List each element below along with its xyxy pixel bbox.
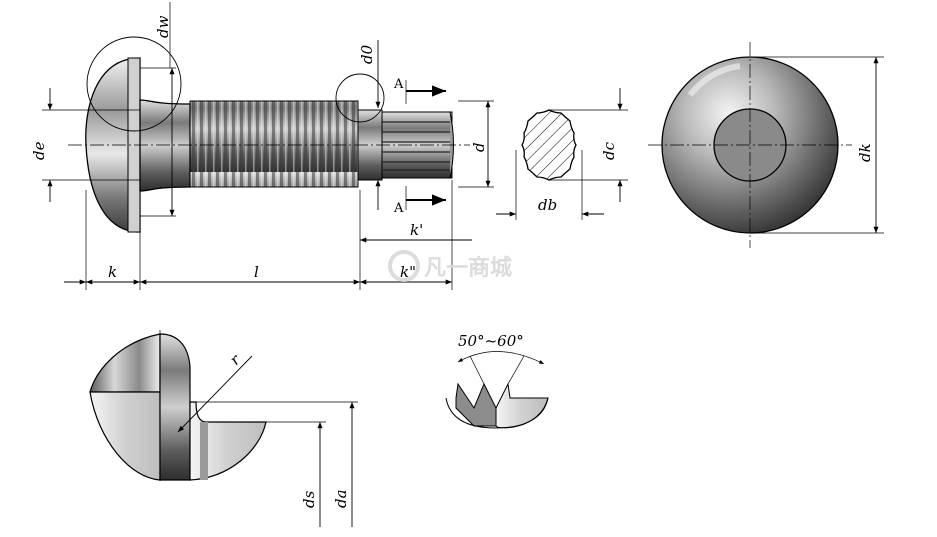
dim-de: de: [30, 88, 140, 202]
label-k: k: [108, 263, 117, 281]
head-detail-view: r ds da: [89, 330, 358, 527]
head-top-view: dk: [648, 42, 884, 248]
section-marker-a-bottom: A: [393, 186, 446, 216]
section-marker-a-top: A: [393, 77, 446, 104]
label-db: db: [538, 196, 557, 214]
label-section-bottom: A: [393, 201, 404, 216]
label-d: d: [470, 142, 488, 152]
head-detail-section: [89, 391, 161, 481]
label-de: de: [30, 141, 48, 160]
bolt-thread: [189, 100, 359, 188]
label-section-top: A: [393, 77, 404, 92]
label-ds: ds: [300, 490, 318, 508]
dim-d0: d0: [358, 40, 381, 210]
label-dc: dc: [600, 141, 618, 160]
spline-cross-section: dc db: [496, 88, 628, 220]
label-dw: dw: [154, 15, 172, 38]
watermark: 凡一商城: [388, 250, 512, 282]
detail-circle-d0: [335, 73, 385, 123]
spline-grooves: [382, 121, 450, 171]
spline-section-shape: [521, 109, 577, 181]
dim-dw: dw: [140, 2, 176, 217]
label-l: l: [254, 263, 259, 281]
label-dk: dk: [856, 143, 874, 162]
thread-angle-detail: 50°~60°: [445, 332, 549, 429]
label-da: da: [332, 489, 350, 508]
label-k-prime: k': [410, 221, 423, 239]
dim-k-l: k l: [64, 190, 360, 290]
label-angle: 50°~60°: [458, 332, 524, 350]
dim-d: d: [458, 100, 494, 188]
bolt-neck: [139, 99, 191, 192]
head-detail-dome: [89, 333, 161, 393]
dim-k-prime: k': [359, 180, 472, 290]
detail-circle-dw: [86, 36, 182, 132]
bolt-side-view: [68, 57, 470, 233]
head-detail-fillet: [189, 401, 267, 481]
head-detail-rim: [159, 333, 191, 481]
watermark-text: 凡一商城: [424, 255, 512, 281]
label-d0: d0: [358, 44, 376, 64]
